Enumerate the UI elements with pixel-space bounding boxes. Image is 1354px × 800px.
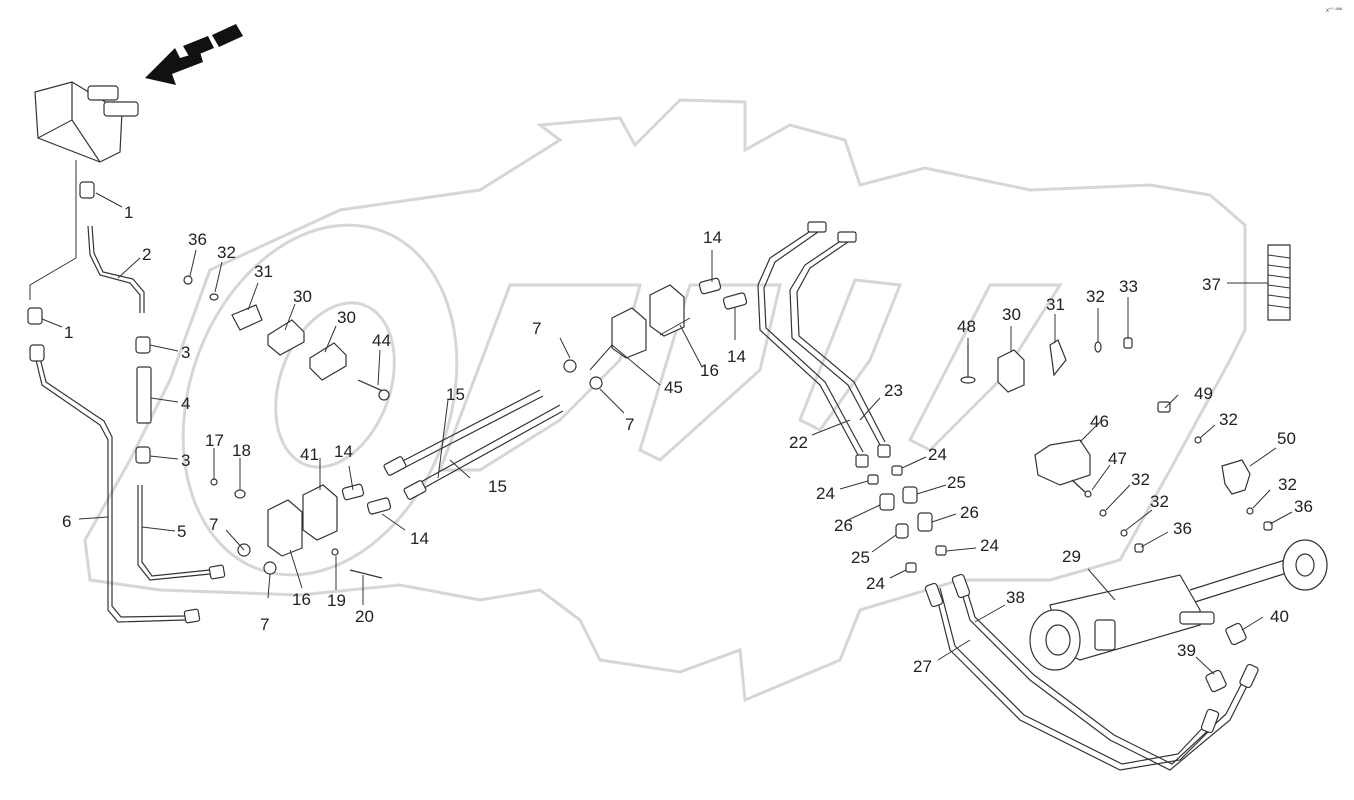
callout-label: 32: [1131, 470, 1150, 489]
callout-label: 1: [64, 323, 73, 342]
fittings-39-40: [1205, 622, 1247, 693]
callout-label: 37: [1202, 275, 1221, 294]
callout-label: 14: [703, 228, 722, 247]
valve-block: [29, 81, 139, 300]
callout-label: 5: [177, 522, 186, 541]
callout-label: 36: [1294, 497, 1313, 516]
callout-label: 14: [727, 347, 746, 366]
pipes-22-23: [757, 221, 891, 468]
callout-label: 27: [913, 657, 932, 676]
callout-label: 26: [834, 516, 853, 535]
callout-label: 3: [181, 343, 190, 362]
callout-label: 31: [254, 262, 273, 281]
callout-label: 14: [410, 529, 429, 548]
callout-label: 1: [124, 203, 133, 222]
hoses-15: [383, 389, 564, 500]
callout-label: 32: [1278, 475, 1297, 494]
callout-label: 24: [816, 484, 835, 503]
callout-label: 32: [1086, 287, 1105, 306]
clamp-plates-lower: [237, 483, 392, 579]
corner-mark: x°° ªªª: [1326, 7, 1343, 14]
callout-label: 47: [1108, 449, 1127, 468]
callout-label: 33: [1119, 277, 1138, 296]
callout-label: 45: [664, 378, 683, 397]
callout-label: 25: [947, 473, 966, 492]
callout-label: 14: [334, 442, 353, 461]
callout-label: 23: [884, 381, 903, 400]
watermark: [83, 98, 1247, 703]
callout-label: 16: [700, 361, 719, 380]
callout-label: 3: [181, 451, 190, 470]
callout-label: 16: [292, 590, 311, 609]
callout-label: 50: [1277, 429, 1296, 448]
callout-label: 15: [488, 477, 507, 496]
callout-label: 38: [1006, 588, 1025, 607]
callout-label: 39: [1177, 641, 1196, 660]
callout-label: 41: [300, 445, 319, 464]
callout-label: 19: [327, 591, 346, 610]
callout-label: 7: [625, 415, 634, 434]
callout-label: 32: [1150, 492, 1169, 511]
callout-label: 46: [1090, 412, 1109, 431]
hoses-27-38: [924, 573, 1259, 771]
callout-label: 17: [205, 431, 224, 450]
callout-label: 36: [1173, 519, 1192, 538]
clamp-parts-left: [183, 275, 390, 499]
callout-label: 49: [1194, 384, 1213, 403]
callout-label: 30: [1002, 305, 1021, 324]
callout-label: 24: [980, 536, 999, 555]
right-small-parts: [960, 244, 1291, 553]
callout-label: 32: [1219, 410, 1238, 429]
callout-label: 22: [789, 433, 808, 452]
direction-arrow-icon: [145, 24, 243, 85]
callout-label: 7: [532, 319, 541, 338]
callout-label: 31: [1046, 295, 1065, 314]
leader-lines: [41, 192, 1293, 675]
callout-label: 15: [446, 385, 465, 404]
callout-label: 7: [209, 515, 218, 534]
callout-label: 24: [928, 445, 947, 464]
callout-label: 44: [372, 331, 391, 350]
callout-label: 30: [337, 308, 356, 327]
callout-label: 36: [188, 230, 207, 249]
callout-label: 7: [260, 615, 269, 634]
callout-label: 24: [866, 574, 885, 593]
callout-label: 30: [293, 287, 312, 306]
left-fittings: [27, 181, 226, 624]
callout-label: 25: [851, 548, 870, 567]
callout-label: 2: [142, 245, 151, 264]
clamp-plates-upper: [563, 277, 748, 390]
callout-label: 32: [217, 243, 236, 262]
callout-labels: 1 1 2 3 3 4 5 6 7 7 7 7 14 14 14 14 15 1…: [62, 203, 1313, 676]
callout-label: 4: [181, 394, 190, 413]
callout-label: 18: [232, 441, 251, 460]
hydraulic-cylinder: [1029, 539, 1328, 671]
callout-label: 26: [960, 503, 979, 522]
callout-label: 29: [1062, 547, 1081, 566]
callout-label: 6: [62, 512, 71, 531]
callout-label: 48: [957, 317, 976, 336]
callout-label: 20: [355, 607, 374, 626]
fittings-24-26: [867, 465, 947, 573]
callout-label: 40: [1270, 607, 1289, 626]
